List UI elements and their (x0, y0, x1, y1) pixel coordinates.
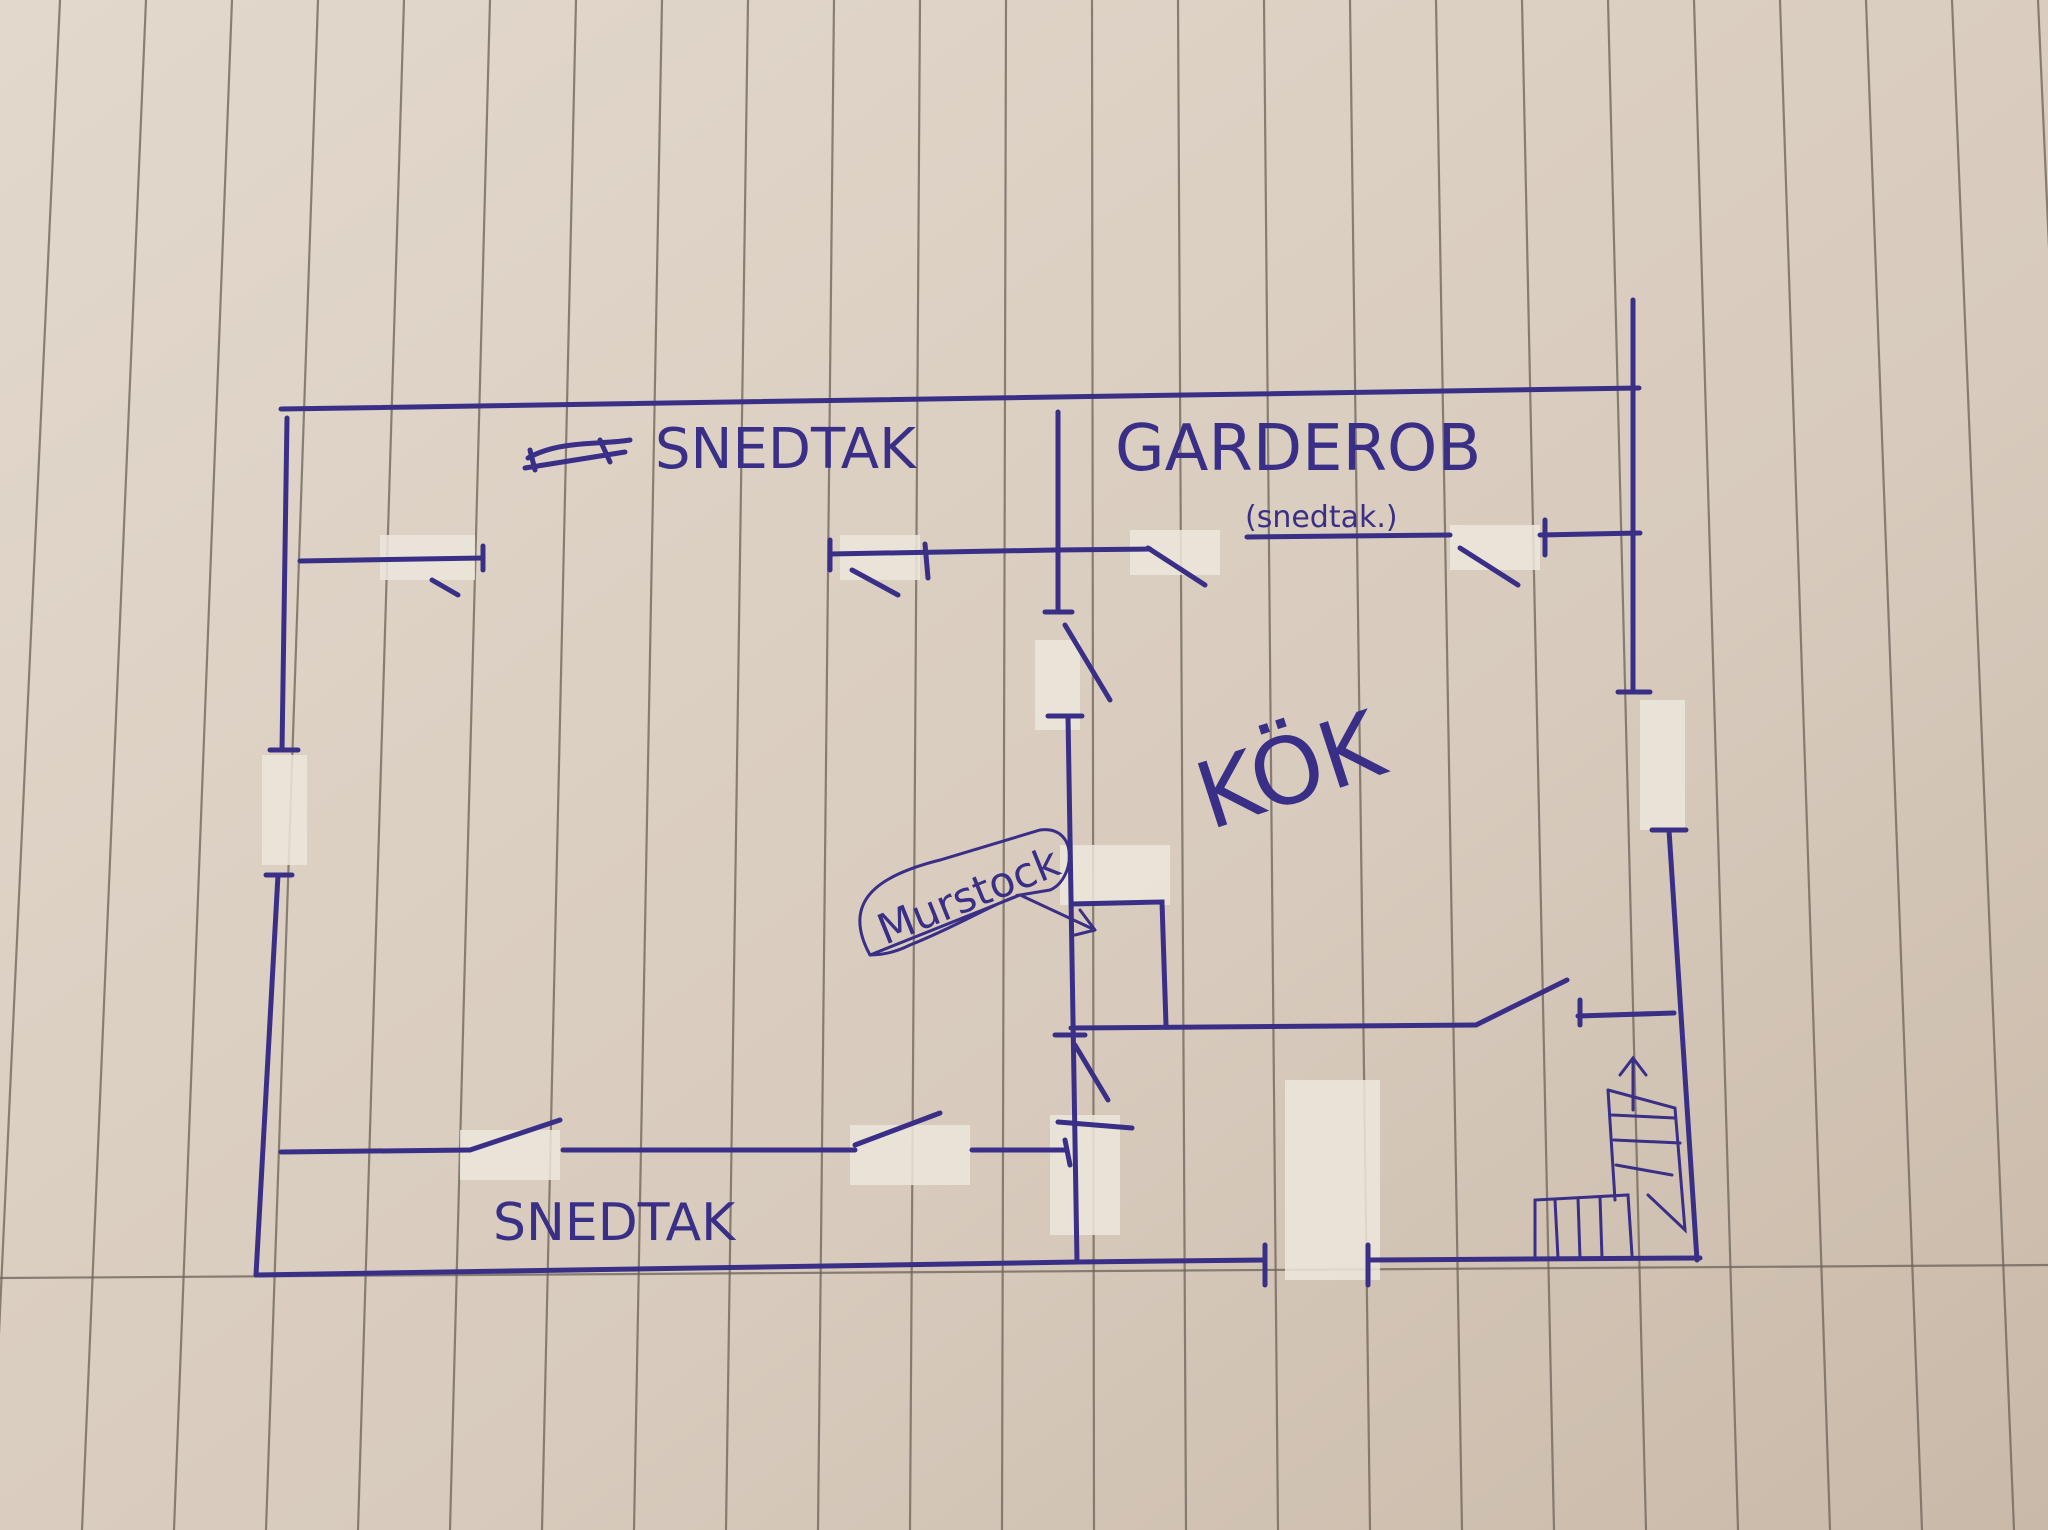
ruling-line (816, 0, 836, 1530)
ruling-line (1864, 0, 1924, 1530)
label-bottom-snedtak: SNEDTAK (493, 1193, 737, 1253)
stair-arrow-icon (1618, 1055, 1648, 1112)
ruling-line (1606, 0, 1648, 1530)
ruling-line (80, 0, 148, 1530)
ruling-line (1176, 0, 1188, 1530)
ruling-line (908, 0, 922, 1530)
staircase (1533, 1055, 1687, 1262)
ruling-line (0, 0, 62, 1336)
label-garderob: GARDEROB (1115, 412, 1481, 486)
ruling-line (1520, 0, 1556, 1530)
ruling-line (172, 0, 234, 1530)
label-garderob-note: (snedtak.) (1245, 500, 1398, 535)
ruling-line (1778, 0, 1832, 1530)
ruling-line (1000, 0, 1008, 1530)
ruling-line (1434, 0, 1464, 1530)
ruling-line (1262, 0, 1280, 1530)
ruling-line (1090, 0, 1096, 1530)
walls (253, 297, 1703, 1288)
ruling-line (1692, 0, 1740, 1530)
label-top-snedtak: SNEDTAK (655, 417, 917, 482)
ruling-line (724, 0, 750, 1530)
chimney-label-bubble (858, 828, 1097, 957)
crossed-out-scribble (522, 437, 633, 473)
ruling-line (1950, 0, 2016, 1530)
